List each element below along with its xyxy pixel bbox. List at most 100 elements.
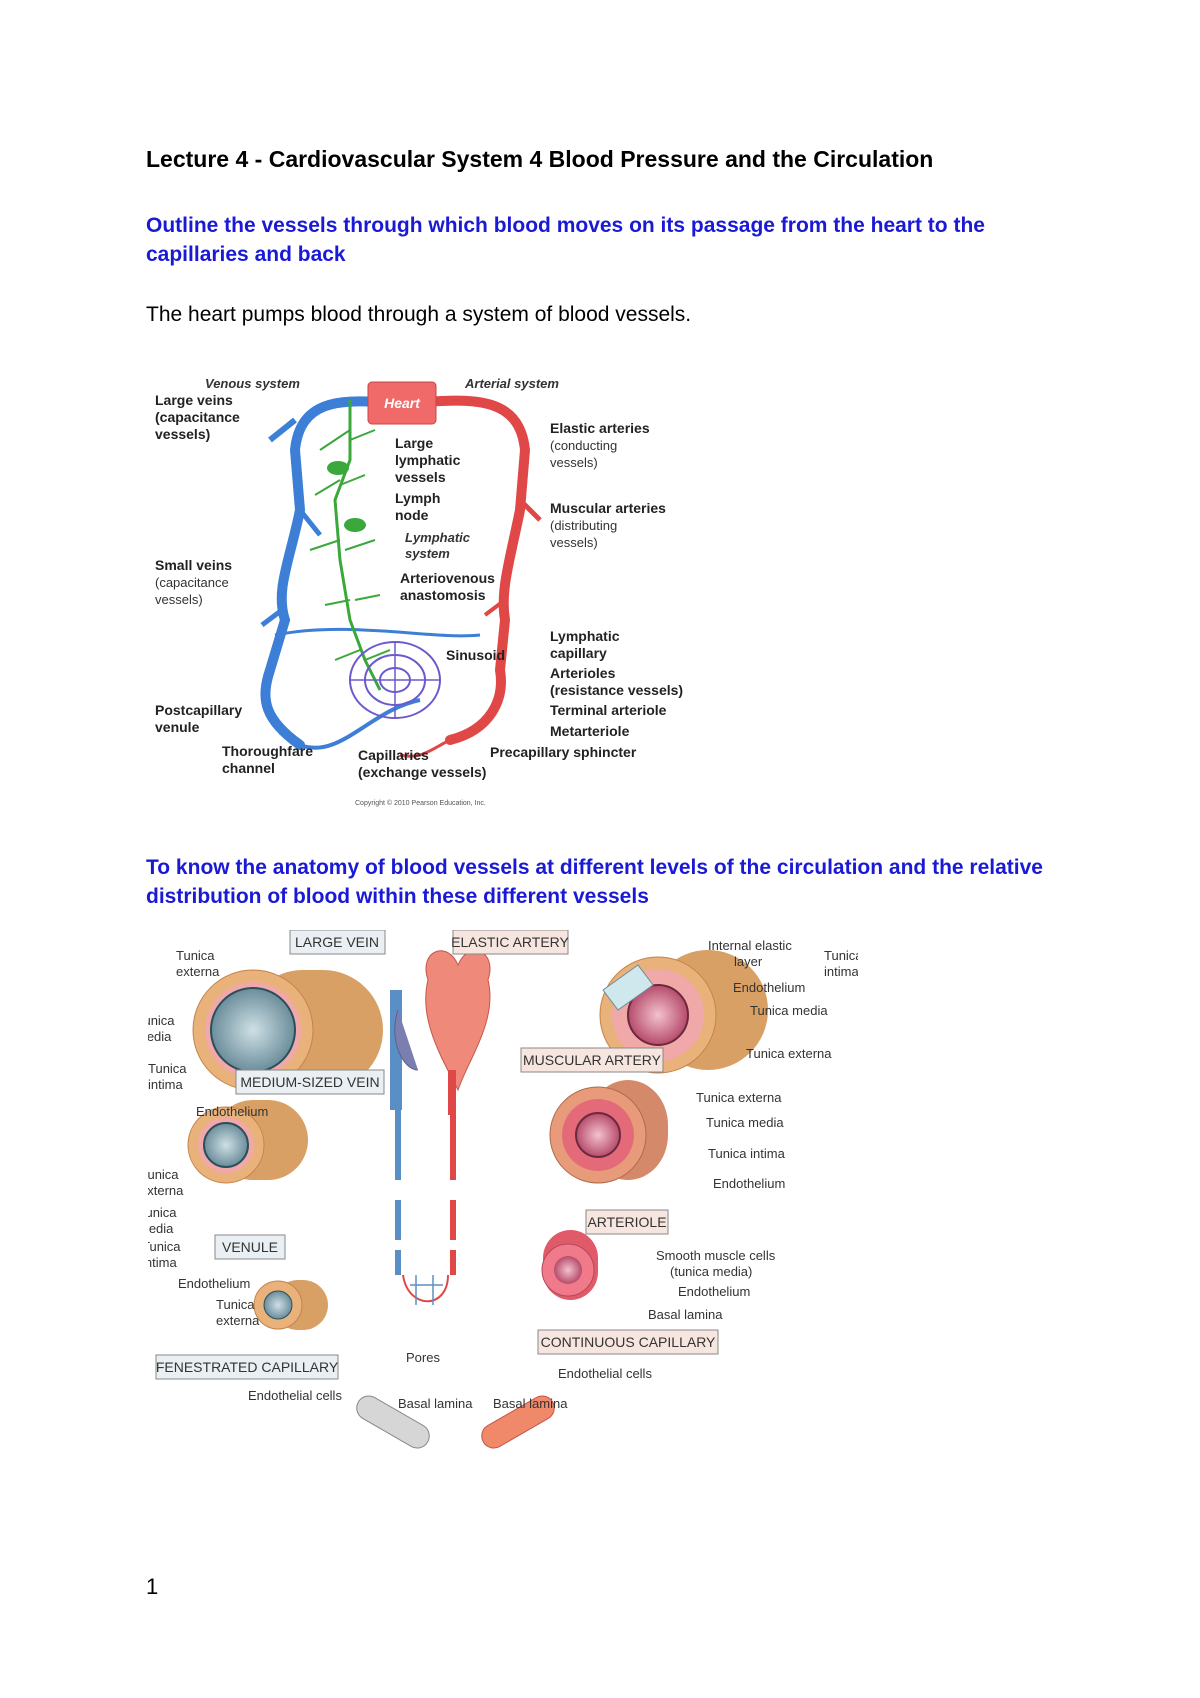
mv-tunica-media-2: media: [148, 1221, 174, 1236]
lymph-node-label-2: node: [395, 507, 429, 523]
av-anastomosis-label: Arteriovenous: [400, 570, 495, 586]
av-anastomosis-label-2: anastomosis: [400, 587, 486, 603]
a-endothelium: Endothelium: [678, 1284, 750, 1299]
objective-2-line-2: distribution of blood within these diffe…: [146, 885, 649, 908]
lymph-node-label: Lymph: [395, 490, 440, 506]
medium-vein-label: MEDIUM-SIZED VEIN: [240, 1074, 379, 1090]
body-paragraph: The heart pumps blood through a system o…: [146, 303, 692, 326]
elastic-artery-label: ELASTIC ARTERY: [451, 934, 569, 950]
ea-tunica-intima-2: intima: [824, 964, 858, 979]
arteriole-label: ARTERIOLE: [587, 1214, 666, 1230]
venous-system-label: Venous system: [205, 376, 300, 391]
large-vein-box: [289, 930, 386, 955]
objective-2: To know the anatomy of blood vessels at …: [146, 853, 1043, 911]
heart-box: [367, 381, 437, 425]
thoroughfare-label-2: channel: [222, 760, 275, 776]
large-veins-label: Large veins: [155, 392, 233, 408]
a-basal-lamina: Basal lamina: [648, 1307, 723, 1322]
elastic-arteries-label-2: (conducting: [550, 438, 617, 453]
lymph-capillary-label-2: capillary: [550, 645, 607, 661]
fc-pores: Pores: [406, 1350, 440, 1365]
mv-tunica-intima: Tunica: [148, 1239, 181, 1254]
page-title: Lecture 4 - Cardiovascular System 4 Bloo…: [146, 146, 934, 172]
fenestrated-capillary-illustration: [356, 1395, 430, 1449]
ma-tunica-media: Tunica media: [706, 1115, 784, 1130]
lv-tunica-externa: Tunica: [176, 948, 215, 963]
lv-tunica-intima: Tunica: [148, 1061, 187, 1076]
medium-vein-illustration: [187, 1100, 308, 1184]
mv-tunica-externa-2: externa: [148, 1183, 184, 1198]
arterioles-label-2: (resistance vessels): [550, 682, 683, 698]
objective-1-line-2: capillaries and back: [146, 243, 346, 266]
large-veins-label-3: vessels): [155, 426, 210, 442]
ea-internal-elastic-2: layer: [734, 954, 763, 969]
v-tunica-externa-1: Tunica: [216, 1297, 255, 1312]
capillary-network: [402, 1274, 449, 1303]
venule-illustration: [253, 1280, 328, 1330]
metarteriole-label: Metarteriole: [550, 723, 630, 739]
v-tunica-externa-2: externa: [216, 1313, 260, 1328]
lymph-node-2: [344, 518, 366, 532]
mv-endothelium: Endothelium: [178, 1276, 250, 1291]
postcapillary-label-2: venule: [155, 719, 200, 735]
ma-endothelium: Endothelium: [713, 1176, 785, 1191]
thoroughfare-label: Thoroughfare: [222, 743, 313, 759]
postcapillary-label: Postcapillary: [155, 702, 242, 718]
muscular-artery-box: [520, 1047, 664, 1073]
ea-tunica-externa: Tunica externa: [746, 1046, 832, 1061]
lv-endothelium: Endothelium: [196, 1104, 268, 1119]
lv-tunica-intima-2: intima: [148, 1077, 183, 1092]
lymphatic-system-label: Lymphatic: [405, 530, 471, 545]
mv-tunica-intima-2: intima: [148, 1255, 177, 1270]
large-vein-illustration: [192, 969, 383, 1091]
fc-basal-lamina: Basal lamina: [398, 1396, 473, 1411]
arterioles-label: Arterioles: [550, 665, 616, 681]
lymph-node-1: [327, 461, 349, 475]
fenestrated-capillary-label: FENESTRATED CAPILLARY: [156, 1359, 339, 1375]
cc-endothelial-cells: Endothelial cells: [558, 1366, 652, 1381]
medium-vein-box: [235, 1069, 385, 1095]
small-veins-label-3: vessels): [155, 592, 203, 607]
elastic-artery-illustration: [599, 950, 768, 1074]
large-lymph-label: Large: [395, 435, 433, 451]
heart-illustration: [390, 950, 491, 1115]
elastic-arteries-label-3: vessels): [550, 455, 598, 470]
muscular-arteries-label: Muscular arteries: [550, 500, 666, 516]
lv-tunica-externa-2: externa: [176, 964, 220, 979]
elastic-arteries-label: Elastic arteries: [550, 420, 650, 436]
cc-basal-lamina: Basal lamina: [493, 1396, 568, 1411]
muscular-arteries-label-2: (distributing: [550, 518, 617, 533]
ea-tunica-media: Tunica media: [750, 1003, 828, 1018]
artery-path: [420, 395, 531, 745]
mv-tunica-externa: Tunica: [148, 1167, 179, 1182]
circulation-diagram: Heart Venous system Arterial system Larg…: [155, 376, 683, 807]
ea-endothelium: Endothelium: [733, 980, 805, 995]
continuous-capillary-label: CONTINUOUS CAPILLARY: [541, 1334, 716, 1350]
elastic-artery-box: [452, 930, 569, 955]
large-lymph-label-3: vessels: [395, 469, 446, 485]
large-vein-label: LARGE VEIN: [295, 934, 379, 950]
small-veins-label-2: (capacitance: [155, 575, 229, 590]
objective-1: Outline the vessels through which blood …: [146, 211, 985, 269]
page-number: 1: [146, 1574, 159, 1599]
muscular-artery-label: MUSCULAR ARTERY: [523, 1052, 662, 1068]
large-lymph-label-2: lymphatic: [395, 452, 461, 468]
muscular-artery-illustration: [549, 1080, 668, 1184]
ma-tunica-externa: Tunica externa: [696, 1090, 782, 1105]
terminal-arteriole-label: Terminal arteriole: [550, 702, 667, 718]
lymph-capillary-label: Lymphatic: [550, 628, 620, 644]
fc-endothelial-cells: Endothelial cells: [248, 1388, 342, 1403]
ea-internal-elastic: Internal elastic: [708, 938, 792, 953]
vein-path: [260, 396, 385, 750]
small-veins-label: Small veins: [155, 557, 232, 573]
a-smooth-muscle: Smooth muscle cells: [656, 1248, 776, 1263]
capillaries-label: Capillaries: [358, 747, 429, 763]
ma-tunica-intima: Tunica intima: [708, 1146, 786, 1161]
lv-tunica-media: Tunica: [148, 1013, 175, 1028]
objective-1-line-1: Outline the vessels through which blood …: [146, 214, 985, 237]
a-smooth-muscle-2: (tunica media): [670, 1264, 752, 1279]
continuous-capillary-illustration: [481, 1395, 555, 1449]
objective-2-line-1: To know the anatomy of blood vessels at …: [146, 856, 1043, 879]
muscular-arteries-label-3: vessels): [550, 535, 598, 550]
venule-box: [214, 1234, 286, 1260]
